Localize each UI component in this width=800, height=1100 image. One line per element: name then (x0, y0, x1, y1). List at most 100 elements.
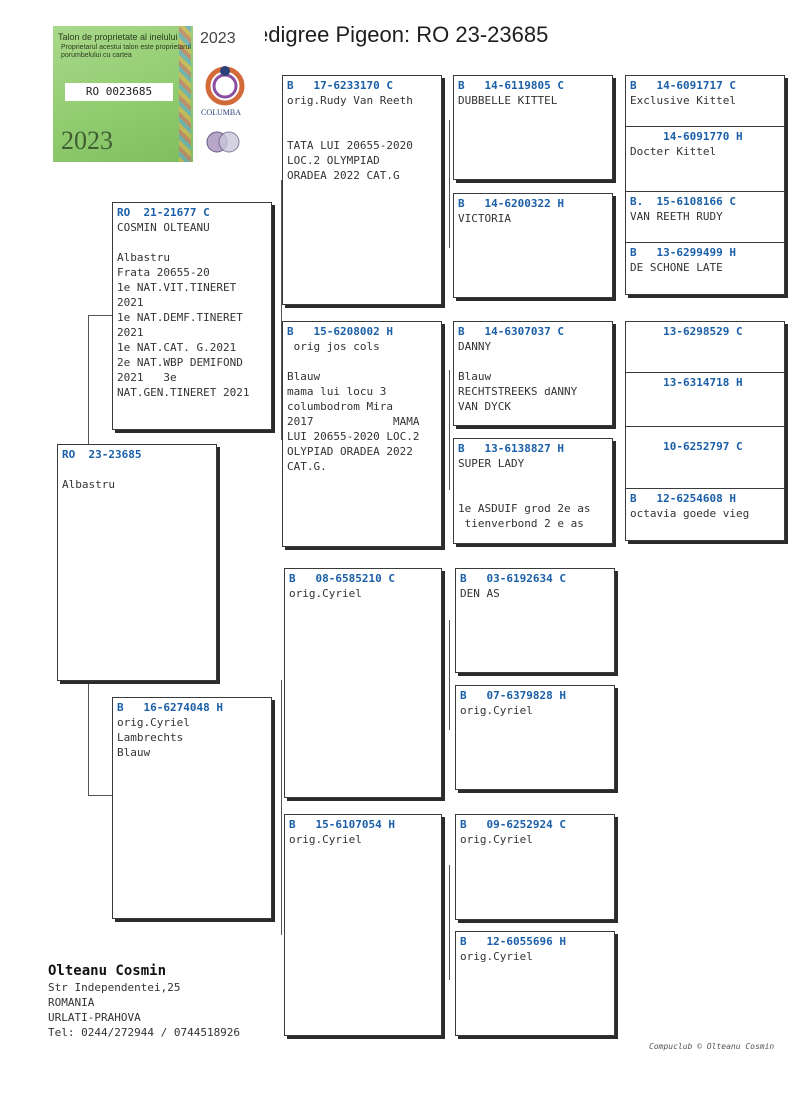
ring-number: B 13-6299499 H (630, 246, 736, 259)
pigeon-info: Docter Kittel (630, 145, 717, 158)
ring-number: B 17-6233170 C (287, 79, 393, 92)
ring-number: B. 15-6108166 C (630, 195, 736, 208)
great-grandparent-card: B 14-6200322 H VICTORIA (453, 193, 613, 298)
pigeon-info: orig.Cyriel (460, 704, 533, 717)
pigeon-info: SUPER LADY 1e ASDUIF grod 2e as tienverb… (458, 457, 591, 530)
owner-city: URLATI-PRAHOVA (48, 1011, 141, 1024)
owner-name: Olteanu Cosmin (48, 963, 167, 979)
pedigree-entry: B 12-6254608 H octavia goede vieg (630, 491, 780, 521)
ring-number: B 14-6119805 C (458, 79, 564, 92)
ring-number: 10-6252797 C (630, 440, 743, 453)
pigeon-info: VICTORIA (458, 212, 511, 225)
great-grandparent-card: B 14-6307037 C DANNY Blauw RECHTSTREEKS … (453, 321, 613, 426)
great-grandparent-card: B 12-6055696 H orig.Cyriel (455, 931, 615, 1036)
ring-number: B 15-6107054 H (289, 818, 395, 831)
footer-credit: Compuclub © Olteanu Cosmin (649, 1042, 775, 1051)
pigeon-info: DUBBELLE KITTEL (458, 94, 558, 107)
stamp-logo-text: COLUMBA (201, 108, 242, 117)
connector-line (449, 865, 450, 980)
connector-line (88, 315, 112, 316)
hologram-icon (206, 131, 240, 153)
ring-number: B 14-6091717 C (630, 79, 736, 92)
stamp-ring-code: RO 0023685 (65, 83, 173, 101)
sire-card: RO 21-21677 C COSMIN OLTEANU Albastru Fr… (112, 202, 272, 430)
pedigree-entry: B 14-6091717 C Exclusive Kittel (630, 78, 780, 108)
pigeon-info: orig.Rudy Van Reeth TATA LUI 20655-2020 … (287, 94, 413, 182)
stamp-year-large: 2023 (61, 126, 113, 155)
ring-number: B 12-6254608 H (630, 492, 736, 505)
pigeon-info: VAN REETH RUDY (630, 210, 723, 223)
pigeon-info: Exclusive Kittel (630, 94, 736, 107)
ring-number: RO 21-21677 C (117, 206, 210, 219)
great-grandparent-card: B 09-6252924 C orig.Cyriel (455, 814, 615, 920)
pedigree-entry: 13-6298529 C (630, 324, 780, 339)
pedigree-entry: 10-6252797 C (630, 439, 780, 454)
stamp-security-stripe (179, 26, 191, 162)
ring-number: B 08-6585210 C (289, 572, 395, 585)
divider (626, 426, 784, 427)
ring-number: B 09-6252924 C (460, 818, 566, 831)
great-grandparent-card: B 03-6192634 C DEN AS (455, 568, 615, 673)
dam-card: B 16-6274048 H orig.Cyriel Lambrechts Bl… (112, 697, 272, 919)
ring-number: B 15-6208002 H (287, 325, 393, 338)
connector-line (88, 673, 89, 795)
grandparent-card: B 15-6208002 H orig jos cols Blauw mama … (282, 321, 442, 547)
page-title: edigree Pigeon: RO 23-23685 (256, 22, 549, 47)
divider (626, 242, 784, 243)
owner-street: Str Independentei,25 (48, 981, 181, 994)
divider (626, 372, 784, 373)
pigeon-info: orig.Cyriel (460, 950, 533, 963)
connector-line (449, 620, 450, 730)
pigeon-info: DE SCHONE LATE (630, 261, 723, 274)
owner-contact: Olteanu Cosmin Str Independentei,25 ROMA… (48, 962, 240, 1040)
pedigree-entry: 13-6314718 H (630, 375, 780, 390)
connector-line (88, 795, 112, 796)
pigeon-info: orig.Cyriel (460, 833, 533, 846)
connector-line (88, 315, 89, 445)
ring-number: B 14-6200322 H (458, 197, 564, 210)
ring-number: B 03-6192634 C (460, 572, 566, 585)
great-grandparent-card: B 14-6119805 C DUBBELLE KITTEL (453, 75, 613, 180)
pedigree-entry: 14-6091770 H Docter Kittel (630, 129, 780, 159)
pigeon-info: orig.Cyriel (289, 833, 362, 846)
great-great-grandparents-pair: 13-6298529 C 13-6314718 H 10-6252797 C B… (625, 321, 785, 541)
pigeon-info: DANNY Blauw RECHTSTREEKS dANNY VAN DYCK (458, 340, 578, 413)
grandparent-card: B 08-6585210 C orig.Cyriel (284, 568, 442, 798)
ring-number: B 07-6379828 H (460, 689, 566, 702)
ring-number: B 13-6138827 H (458, 442, 564, 455)
connector-line (281, 680, 282, 935)
columba-logo-icon (205, 66, 245, 106)
connector-line (281, 180, 282, 440)
ring-number: B 16-6274048 H (117, 701, 223, 714)
connector-line (449, 370, 450, 490)
pigeon-info: DEN AS (460, 587, 500, 600)
ring-number: 13-6298529 C (630, 325, 743, 338)
pigeon-info: orig jos cols Blauw mama lui locu 3 colu… (287, 340, 420, 473)
ring-number: B 12-6055696 H (460, 935, 566, 948)
stamp-year-small: 2023 (200, 30, 236, 47)
great-grandparent-card: B 07-6379828 H orig.Cyriel (455, 685, 615, 790)
pigeon-info: octavia goede vieg (630, 507, 750, 520)
ring-number: 13-6314718 H (630, 376, 743, 389)
pigeon-info: COSMIN OLTEANU Albastru Frata 20655-20 1… (117, 221, 250, 399)
pigeon-info: orig.Cyriel Lambrechts Blauw (117, 716, 190, 759)
ring-number: RO 23-23685 (62, 448, 142, 461)
ring-certificate-stamp: Talon de proprietate al inelului Proprie… (53, 22, 265, 166)
great-grandparent-card: B 13-6138827 H SUPER LADY 1e ASDUIF grod… (453, 438, 613, 544)
great-great-grandparents-pair: B 14-6091717 C Exclusive Kittel 14-60917… (625, 75, 785, 295)
connector-line (449, 120, 450, 248)
owner-country: ROMANIA (48, 996, 95, 1009)
pigeon-info: orig.Cyriel (289, 587, 362, 600)
stamp-heading: Talon de proprietate al inelului (58, 32, 178, 42)
ring-number: 14-6091770 H (630, 130, 743, 143)
divider (626, 488, 784, 489)
divider (626, 191, 784, 192)
grandparent-card: B 17-6233170 C orig.Rudy Van Reeth TATA … (282, 75, 442, 305)
pedigree-entry: B 13-6299499 H DE SCHONE LATE (630, 245, 780, 275)
pigeon-info: Albastru (62, 478, 115, 491)
owner-phone: Tel: 0244/272944 / 0744518926 (48, 1026, 241, 1039)
grandparent-card: B 15-6107054 H orig.Cyriel (284, 814, 442, 1036)
ring-number: B 14-6307037 C (458, 325, 564, 338)
divider (626, 126, 784, 127)
pedigree-entry: B. 15-6108166 C VAN REETH RUDY (630, 194, 780, 224)
